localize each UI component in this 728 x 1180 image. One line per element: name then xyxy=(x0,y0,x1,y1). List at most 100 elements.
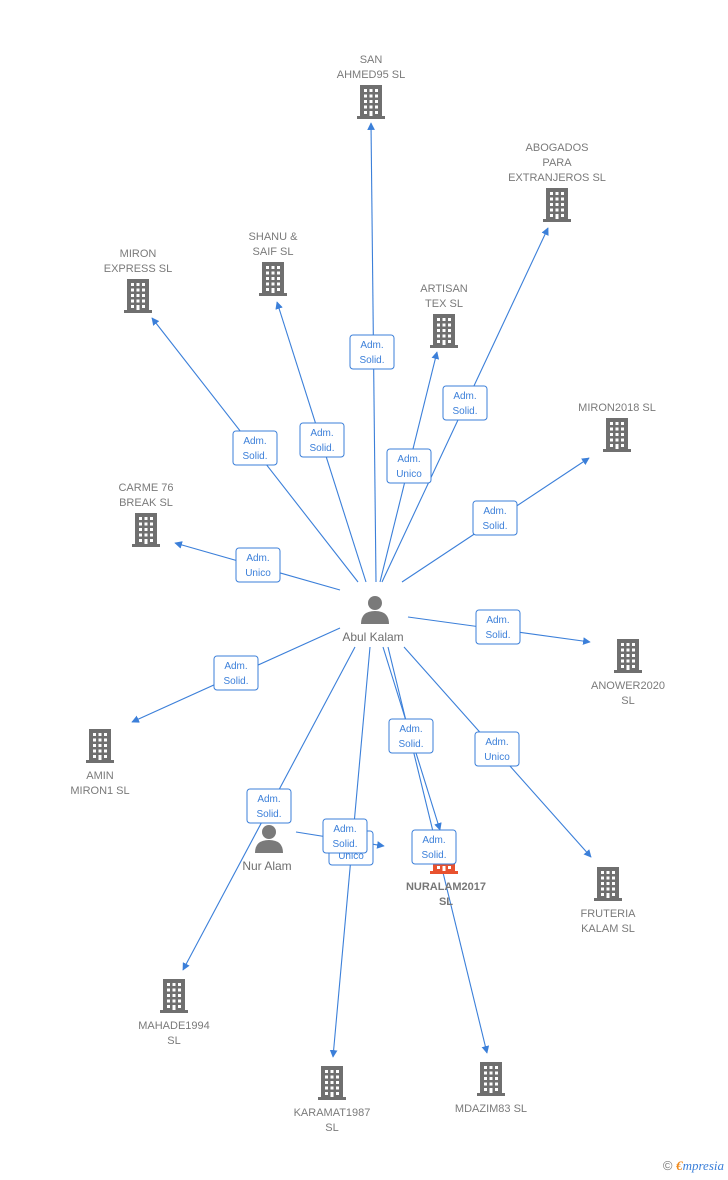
company-node-shanu[interactable]: SHANU &SAIF SL xyxy=(249,231,299,296)
company-node-miron2018[interactable]: MIRON2018 SL xyxy=(578,402,656,452)
company-label: CARME 76 xyxy=(118,482,173,494)
edge-label-box xyxy=(299,422,345,458)
company-node-abogados[interactable]: ABOGADOS PARA EXTRANJEROS SL xyxy=(508,142,606,222)
edge-label-text: Adm. xyxy=(246,553,269,564)
company-label: KARAMAT1987 xyxy=(294,1107,371,1119)
edge-label-text: Solid. xyxy=(485,630,510,641)
company-label: AHMED95 SL xyxy=(337,69,405,81)
building-icon[interactable] xyxy=(477,1062,505,1096)
building-icon[interactable] xyxy=(543,188,571,222)
building-icon[interactable] xyxy=(430,314,458,348)
edge-label[interactable]: Adm. Solid. xyxy=(472,500,518,536)
edge-label-text: Solid. xyxy=(482,521,507,532)
company-node-mdazim[interactable]: MDAZIM83 SL xyxy=(455,1062,527,1115)
company-node-carme[interactable]: CARME 76 BREAK SL xyxy=(118,482,174,547)
company-label: ANOWER2020 xyxy=(591,680,665,692)
company-label: SL xyxy=(439,896,453,908)
edge-label-text: Unico xyxy=(245,568,271,579)
edge-label[interactable]: Adm.Unico xyxy=(474,731,520,767)
edge-label[interactable]: Adm.Solid. xyxy=(442,385,488,421)
person-label: Nur Alam xyxy=(242,859,291,873)
edge-label[interactable]: Adm. Unico xyxy=(386,448,432,484)
company-label: SL xyxy=(621,695,634,707)
building-icon[interactable] xyxy=(160,979,188,1013)
company-label: EXTRANJEROS SL xyxy=(508,172,606,184)
person-node-nur[interactable]: Nur Alam xyxy=(242,825,292,873)
edge-label-text: Adm. xyxy=(486,615,509,626)
edge-label-text: Adm. xyxy=(243,436,266,447)
company-label: AMIN xyxy=(86,770,114,782)
edge-label[interactable]: Adm. Solid. xyxy=(349,334,395,370)
company-label: SAN xyxy=(360,54,383,66)
edge-label[interactable]: Adm.Solid. xyxy=(213,655,259,691)
company-node-fruteria[interactable]: FRUTERIA KALAM SL xyxy=(581,867,637,935)
edge-label-text: Adm. xyxy=(310,428,333,439)
edge-label[interactable]: Adm. Solid. xyxy=(475,609,521,645)
person-icon[interactable] xyxy=(255,825,283,853)
building-icon[interactable] xyxy=(357,85,385,119)
building-icon[interactable] xyxy=(594,867,622,901)
person-node-abul[interactable]: Abul Kalam xyxy=(342,596,404,644)
building-icon[interactable] xyxy=(259,262,287,296)
company-node-miron_express[interactable]: MIRON EXPRESS SL xyxy=(104,248,172,313)
edge-label-text: Unico xyxy=(396,469,422,480)
company-label: BREAK SL xyxy=(119,497,173,509)
edge-label-text: Adm. xyxy=(397,454,420,465)
edge-label-text: Adm. xyxy=(360,340,383,351)
edge-label[interactable]: Adm. Solid. xyxy=(232,430,278,466)
edge-label-text: Adm. xyxy=(224,661,247,672)
building-icon[interactable] xyxy=(318,1066,346,1100)
empresia-logo[interactable]: €mpresia xyxy=(676,1158,724,1173)
edge-label-text: Adm. xyxy=(257,794,280,805)
edge-label-box xyxy=(246,788,292,824)
building-icon[interactable] xyxy=(124,279,152,313)
copyright-symbol: © xyxy=(662,1158,673,1173)
company-label: MIRON xyxy=(120,248,157,260)
edge-label[interactable]: Adm.Solid. xyxy=(388,718,434,754)
edge-label-text: Solid. xyxy=(242,451,267,462)
building-icon[interactable] xyxy=(86,729,114,763)
person-label: Abul Kalam xyxy=(342,630,403,644)
edge-label-text: Solid. xyxy=(421,850,446,861)
company-label: FRUTERIA xyxy=(581,908,637,920)
building-icon[interactable] xyxy=(132,513,160,547)
building-icon[interactable] xyxy=(614,639,642,673)
edge-label-text: Adm. xyxy=(422,835,445,846)
edge-label[interactable]: Adm.Solid. xyxy=(246,788,292,824)
edge-labels-layer: Adm. Solid. Adm. Solid. Adm. Solid. Adm. Solid.… xyxy=(213,334,521,866)
company-label: MAHADE1994 xyxy=(138,1020,210,1032)
nodes-layer: SAN AHMED95 SL ABOGADOS PARA EXTRANJEROS SL S… xyxy=(70,54,665,1134)
edge-label-box xyxy=(474,731,520,767)
edge-label-text: Adm. xyxy=(333,824,356,835)
edge-label-text: Solid. xyxy=(359,355,384,366)
edge-label[interactable]: Adm. Solid. xyxy=(322,818,368,854)
edge-label[interactable]: Adm. Unico xyxy=(235,547,281,583)
edge-label-box xyxy=(386,448,432,484)
footer-credit: © €mpresia xyxy=(663,1158,724,1174)
edge-label-text: Adm. xyxy=(483,506,506,517)
company-label: MDAZIM83 SL xyxy=(455,1103,527,1115)
edge-label-text: Solid. xyxy=(332,839,357,850)
company-label: SAIF SL xyxy=(253,246,294,258)
edge-label-box xyxy=(475,609,521,645)
company-label: ABOGADOS xyxy=(526,142,589,154)
company-node-san[interactable]: SAN AHMED95 SL xyxy=(337,54,405,119)
company-label: MIRON2018 SL xyxy=(578,402,656,414)
company-label: EXPRESS SL xyxy=(104,263,172,275)
person-icon[interactable] xyxy=(361,596,389,624)
edge-label-text: Solid. xyxy=(309,443,334,454)
building-icon[interactable] xyxy=(603,418,631,452)
company-label: PARA xyxy=(542,157,572,169)
edge-label-text: Unico xyxy=(338,851,364,862)
edge-label[interactable]: Adm. Solid. xyxy=(411,829,457,865)
company-label: KALAM SL xyxy=(581,923,635,935)
edge-label-text: Solid. xyxy=(452,406,477,417)
edge-label-box xyxy=(349,334,395,370)
edge-label[interactable]: Adm. Solid. xyxy=(299,422,345,458)
